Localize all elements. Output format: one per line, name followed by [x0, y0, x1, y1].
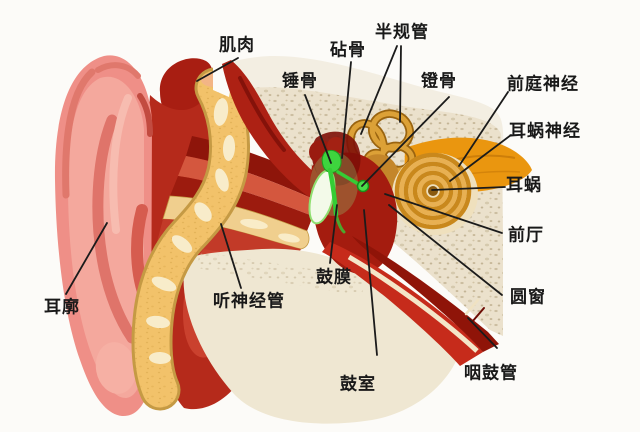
label-vestibule: 前厅 [508, 225, 544, 246]
cochlea-spiral [392, 152, 478, 235]
label-semicircular-canals: 半规管 [375, 22, 429, 43]
leader-tympanic-cavity [363, 209, 378, 356]
leader-vestibule [384, 193, 503, 234]
label-tympanic-cavity: 鼓室 [340, 374, 376, 395]
leader-vestibular-nerve [458, 91, 509, 167]
label-stapes: 镫骨 [421, 71, 457, 92]
leader-eustachian-tube [467, 317, 498, 349]
label-malleus: 锤骨 [282, 71, 318, 92]
label-auricle: 耳廓 [44, 297, 80, 318]
label-cochlea: 耳蜗 [506, 175, 542, 196]
label-round-window: 圆窗 [510, 287, 546, 308]
leader-round-window [388, 204, 503, 296]
label-eustachian-tube: 咽鼓管 [464, 363, 518, 384]
label-vestibular-nerve: 前庭神经 [507, 74, 579, 95]
canal-muscle-band [222, 60, 322, 197]
leader-auricle [65, 222, 108, 295]
leader-semicircular-a [360, 45, 398, 135]
leader-cochlea [431, 186, 506, 191]
leader-malleus [304, 94, 332, 164]
auricle-shape [54, 55, 153, 417]
leader-tympanic-membrane [329, 204, 338, 264]
leader-cochlear-nerve [449, 134, 512, 182]
leader-auditory-canal [220, 223, 242, 289]
leader-stapes [361, 96, 450, 187]
leader-lines [65, 45, 512, 356]
ear-cartilage [131, 67, 251, 411]
label-auditory-canal: 听神经管 [213, 291, 285, 312]
label-muscle: 肌肉 [219, 35, 255, 56]
label-incus: 砧骨 [330, 40, 366, 61]
label-cochlear-nerve: 耳蜗神经 [509, 121, 581, 142]
leader-semicircular-b [399, 45, 402, 123]
leader-incus [341, 61, 352, 159]
label-tympanic-membrane: 鼓膜 [316, 267, 352, 288]
leader-muscle [196, 57, 239, 82]
ossicles-and-eardrum [308, 131, 370, 234]
eustachian-tube-shape [322, 236, 499, 366]
